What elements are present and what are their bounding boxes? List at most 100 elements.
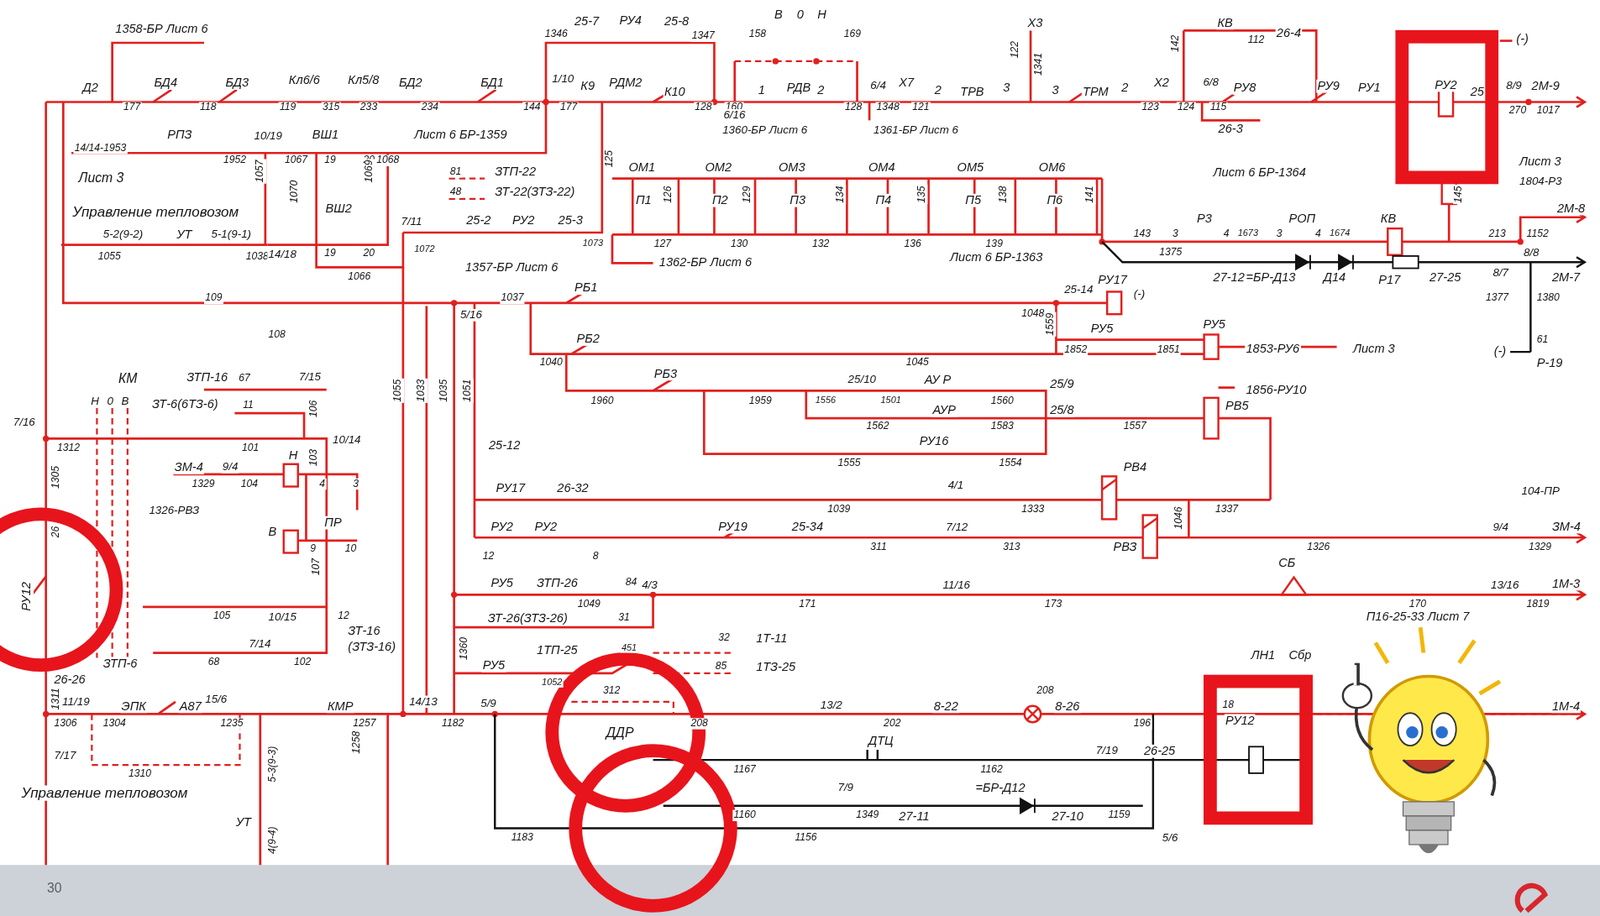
schematic-label: РУ19 — [717, 520, 749, 534]
junction-dots — [42, 57, 1532, 718]
schematic-label: РУ1 — [1357, 81, 1382, 95]
schematic-label: РВЗ — [1112, 540, 1139, 554]
schematic-label: 1673 — [1236, 228, 1260, 238]
schematic-label: 1357-БР Лист 6 — [464, 261, 560, 274]
schematic-label: 315 — [321, 101, 341, 113]
schematic-label: 208 — [689, 718, 709, 730]
schematic-label: ОМ4 — [867, 161, 897, 174]
schematic-label: 1045 — [905, 356, 930, 368]
schematic-label: ВШ2 — [324, 202, 353, 216]
schematic-label: В — [120, 395, 130, 408]
schematic-label: 139 — [984, 238, 1004, 250]
schematic-label: 5/9 — [479, 697, 498, 710]
schematic-label: 1М-4 — [1551, 699, 1582, 713]
schematic-label: 105 — [212, 611, 232, 623]
schematic-label: 9 — [309, 544, 317, 556]
schematic-label: Управление тепловозом — [71, 204, 240, 220]
wire-number: 135 — [916, 184, 928, 205]
schematic-label: 1852 — [1063, 345, 1088, 357]
schematic-label: 6/4 — [869, 79, 887, 92]
schematic-label: ЗТП-22 — [493, 165, 537, 179]
schematic-label: БД4 — [152, 76, 179, 90]
schematic-label: 7/9 — [836, 781, 855, 794]
red-wires — [30, 30, 1585, 866]
schematic-label: В — [773, 8, 784, 21]
schematic-label: В — [267, 525, 278, 539]
schematic-label: 1152 — [1525, 228, 1550, 240]
schematic-label: 1583 — [989, 421, 1014, 433]
schematic-label: ЭПК — [120, 699, 147, 713]
wire-number: 107 — [311, 557, 323, 578]
schematic-label: 67 — [237, 373, 252, 385]
wire-number: 106 — [308, 398, 320, 419]
highlight-shape — [0, 514, 117, 666]
schematic-label: Н — [816, 8, 828, 21]
wire-number: 5-3(9-3) — [267, 744, 279, 784]
schematic-label: 1856-РУ10 — [1244, 383, 1307, 397]
highlight-circle: ДДР — [545, 653, 706, 814]
wire-number: 1360 — [459, 636, 471, 661]
schematic-label: П6 — [1045, 194, 1064, 207]
schematic-label: 27-12 — [1211, 271, 1246, 284]
schematic-label: 169 — [843, 28, 863, 40]
schematic-label: РПЗ — [166, 128, 194, 142]
wire-number: 122 — [1010, 40, 1022, 60]
schematic-label: ТРМ — [1081, 85, 1110, 99]
highlight-shape — [1401, 36, 1492, 179]
schematic-label: 1819 — [1525, 598, 1550, 610]
schematic-label: РБ1 — [573, 281, 599, 294]
schematic-label: 1067 — [283, 155, 309, 167]
schematic-label: 1Т-11 — [755, 632, 788, 646]
schematic-label: 170 — [1408, 598, 1428, 610]
schematic-label: 8-22 — [932, 699, 960, 713]
schematic-label: ЗТП-16 — [185, 371, 229, 384]
schematic-label: 132 — [811, 238, 831, 250]
schematic-label: 1329 — [190, 478, 216, 490]
schematic-label: 4 — [1314, 228, 1322, 240]
schematic-label: 2 — [933, 83, 944, 97]
schematic-label: 3 — [1275, 228, 1284, 240]
schematic-label: 1349 — [855, 810, 880, 822]
schematic-label: 1068 — [375, 155, 400, 167]
schematic-label: 13/16 — [1489, 579, 1521, 592]
schematic-label: Лист 6 БР-1363 — [949, 251, 1044, 264]
wire-number: 26 — [51, 525, 63, 540]
schematic-label: 313 — [1001, 541, 1022, 553]
schematic-label: 128 — [693, 101, 714, 113]
schematic-label: 6/16 — [722, 109, 746, 121]
schematic-label: 1361-БР Лист 6 — [872, 124, 960, 137]
schematic-label: УТ — [234, 816, 252, 829]
schematic-label: КВ — [1216, 15, 1234, 29]
schematic-label: 9/4 — [221, 461, 240, 473]
schematic-label: Лист 6 БР-1364 — [1211, 166, 1307, 179]
schematic-label: 14/18 — [267, 248, 298, 261]
wire-number: 1057 — [255, 158, 267, 184]
schematic-label: 118 — [199, 101, 218, 113]
schematic-label: 11/16 — [941, 579, 971, 592]
wire-number: 1305 — [51, 465, 63, 490]
schematic-label: ЗТП-6 — [101, 656, 138, 670]
schematic-label: ЗТ-6(6ТЗ-6) — [151, 398, 220, 411]
schematic-label: 1055 — [96, 251, 121, 263]
schematic-label: 26-32 — [556, 481, 590, 494]
schematic-label: 10/14 — [331, 435, 362, 447]
schematic-label: Н — [288, 449, 300, 462]
wire-number: 4(9-4) — [267, 825, 279, 856]
schematic-label: 1156 — [793, 832, 819, 844]
schematic-label: РВ4 — [1122, 461, 1148, 474]
schematic-label: 25/8 — [1049, 403, 1076, 417]
wire-number: 1051 — [461, 377, 473, 403]
schematic-label: РУ5 — [489, 576, 515, 589]
schematic-label: 2М-8 — [1556, 202, 1587, 216]
schematic-label: 1851 — [1156, 345, 1181, 357]
schematic-label: Лист 3 — [77, 171, 125, 186]
schematic-label: ЗМ-4 — [173, 461, 205, 474]
schematic-label: 20 — [361, 247, 376, 259]
schematic-label: ДТЦ — [867, 734, 895, 748]
schematic-label: 312 — [602, 685, 622, 697]
schematic-label: 1960 — [589, 395, 614, 407]
schematic-label: ОМ3 — [777, 161, 807, 174]
schematic-label: 5/6 — [1161, 832, 1180, 845]
